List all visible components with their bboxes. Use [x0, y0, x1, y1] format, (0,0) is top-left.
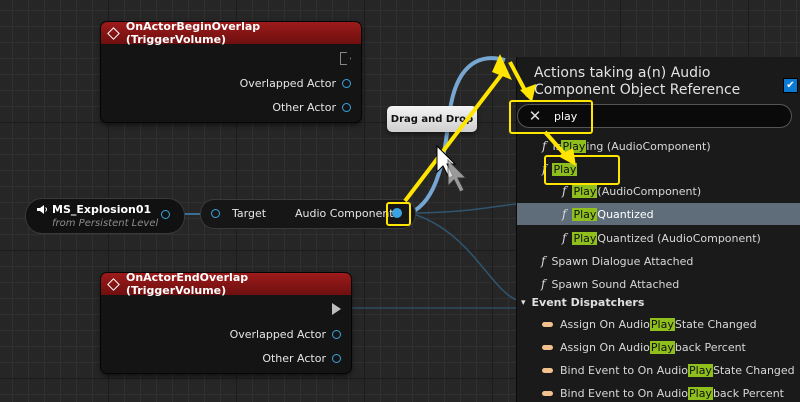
- annotation-box-search: [509, 100, 593, 134]
- action-item-selected[interactable]: f Play Quantized: [517, 203, 800, 225]
- audio-component-label: Audio Component: [295, 207, 394, 220]
- pin-circle-icon: [342, 79, 351, 88]
- drag-wire: [409, 56, 506, 215]
- category-event-dispatchers[interactable]: ▾ Event Dispatchers: [521, 296, 644, 309]
- var-output-pin-icon[interactable]: [161, 210, 170, 219]
- item-text: Spawn Sound Attached: [551, 277, 680, 291]
- overlapped-actor-pin[interactable]: Overlapped Actor: [230, 328, 341, 341]
- item-text: Assign On Audio: [560, 340, 650, 354]
- clear-search-icon[interactable]: ✕: [528, 107, 542, 125]
- speaker-icon: [37, 205, 47, 214]
- item-highlight: Play: [688, 386, 713, 400]
- item-highlight: Play: [572, 231, 598, 245]
- item-text: Is: [552, 139, 562, 153]
- context-sensitive-checkbox[interactable]: ✔: [783, 78, 798, 93]
- item-text: Bind Event to On Audio: [560, 386, 688, 400]
- function-icon: f: [562, 184, 567, 198]
- panel-title: Actions taking a(n) Audio Component Obje…: [534, 65, 741, 98]
- output-wire-1: [409, 203, 518, 214]
- function-icon: f: [541, 277, 546, 291]
- event-item[interactable]: Bind Event to On Audio Play State Change…: [517, 359, 800, 381]
- end-overlap-title: OnActorEndOverlap (TriggerVolume): [125, 271, 249, 297]
- end-overlap-node[interactable]: OnActorEndOverlap (TriggerVolume) Overla…: [101, 271, 351, 373]
- tooltip-text: Drag and Drop: [390, 113, 474, 125]
- event-pill-icon: [542, 344, 553, 350]
- event-item[interactable]: Assign On Audio Play State Changed: [517, 313, 800, 335]
- pin-label: Overlapped Actor: [229, 328, 326, 341]
- chevron-down-icon: ▾: [521, 297, 526, 308]
- other-actor-pin[interactable]: Other Actor: [272, 101, 351, 114]
- begin-overlap-title: OnActorBeginOverlap (TriggerVolume): [125, 20, 261, 46]
- item-text: ing (AudioComponent): [586, 139, 711, 153]
- pin-circle-icon: [332, 330, 341, 339]
- target-label: Target: [232, 207, 267, 220]
- exec-out-pin[interactable]: [332, 303, 341, 315]
- item-highlight: Play: [649, 340, 675, 354]
- item-text: State Changed: [674, 317, 757, 331]
- var-subtitle: from Persistent Level: [52, 218, 159, 229]
- pin-label: Overlapped Actor: [239, 77, 336, 90]
- pin-circle-icon: [332, 354, 341, 363]
- event-pill-icon: [542, 321, 553, 327]
- search-input[interactable]: play: [554, 109, 578, 123]
- exec-pin-icon: [332, 303, 341, 315]
- item-text: Quantized (AudioComponent): [597, 231, 761, 245]
- item-text: Quantized: [597, 207, 654, 221]
- drag-drop-tooltip: Drag and Drop: [387, 106, 477, 132]
- output-wire-2: [409, 212, 518, 301]
- end-overlap-header[interactable]: OnActorEndOverlap (TriggerVolume): [101, 271, 351, 297]
- begin-overlap-header[interactable]: OnActorBeginOverlap (TriggerVolume): [101, 20, 361, 46]
- item-highlight: Play: [572, 184, 598, 198]
- item-text: Spawn Dialogue Attached: [551, 254, 694, 268]
- annotation-box-play: [544, 155, 620, 185]
- item-highlight: Play: [561, 139, 587, 153]
- function-icon: f: [562, 207, 567, 221]
- action-item[interactable]: f Play (AudioComponent): [517, 180, 800, 202]
- item-highlight: Play: [572, 207, 598, 221]
- sound-actor-reference-node[interactable]: MS_Explosion01 from Persistent Level: [26, 199, 184, 233]
- overlapped-actor-pin[interactable]: Overlapped Actor: [240, 77, 351, 90]
- category-label: Event Dispatchers: [531, 296, 645, 309]
- item-text: State Changed: [712, 363, 795, 377]
- item-text: Assign On Audio: [560, 317, 650, 331]
- audio-component-pin-icon[interactable]: [392, 208, 402, 218]
- item-highlight: Play: [649, 317, 675, 331]
- item-highlight: Play: [688, 363, 713, 377]
- get-audio-component-node[interactable]: Target Audio Component: [201, 200, 415, 228]
- item-text: back Percent: [712, 386, 784, 400]
- pin-circle-icon: [342, 103, 351, 112]
- action-item[interactable]: f Play Quantized (AudioComponent): [517, 227, 800, 249]
- exec-out-pin[interactable]: [340, 52, 351, 65]
- other-actor-pin[interactable]: Other Actor: [262, 352, 341, 365]
- pin-label: Other Actor: [262, 352, 326, 365]
- begin-overlap-node[interactable]: OnActorBeginOverlap (TriggerVolume) Over…: [101, 20, 361, 122]
- function-icon: f: [542, 139, 547, 153]
- annotation-box-pin: [386, 202, 411, 226]
- action-item[interactable]: f Spawn Dialogue Attached: [517, 250, 800, 272]
- event-diamond-icon: [107, 277, 120, 291]
- item-text: Bind Event to On Audio: [560, 363, 688, 377]
- event-diamond-icon: [107, 26, 120, 40]
- exec-pin-icon: [340, 52, 351, 65]
- pin-label: Other Actor: [272, 101, 336, 114]
- function-icon: f: [541, 254, 546, 268]
- event-pill-icon: [542, 367, 553, 373]
- item-text: (AudioComponent): [597, 184, 702, 198]
- item-text: back Percent: [674, 340, 746, 354]
- action-item[interactable]: f Spawn Sound Attached: [517, 273, 800, 295]
- search-field[interactable]: ✕ play: [518, 105, 791, 127]
- event-pill-icon: [542, 390, 553, 396]
- function-icon: f: [562, 231, 567, 245]
- var-name: MS_Explosion01: [52, 203, 152, 216]
- target-pin-icon[interactable]: [211, 209, 220, 218]
